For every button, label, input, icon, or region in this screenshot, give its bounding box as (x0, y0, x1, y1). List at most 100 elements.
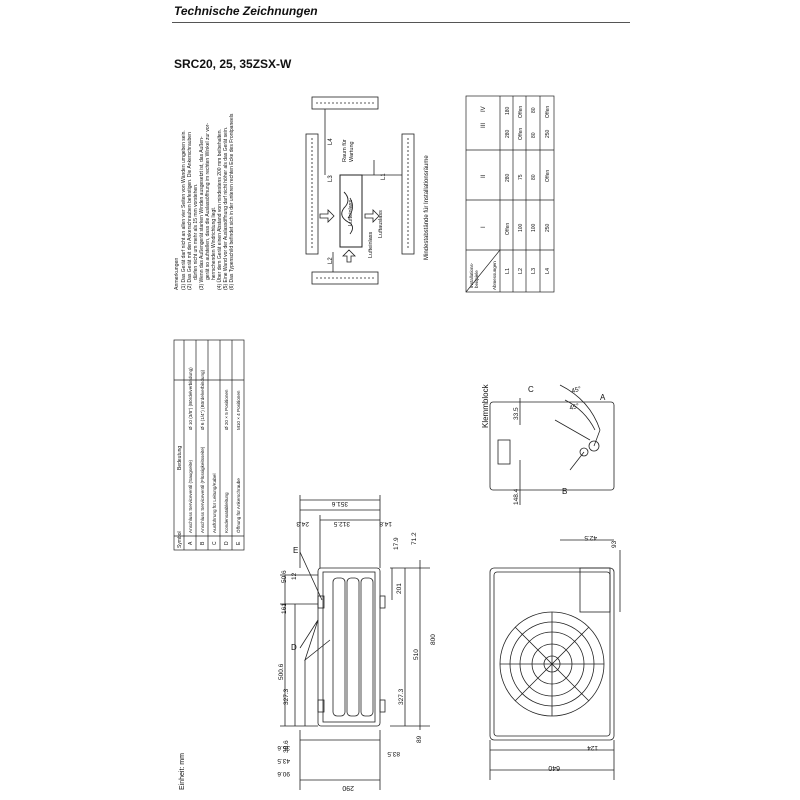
label-l2: L2 (328, 257, 334, 264)
leader-d (299, 619, 331, 662)
unit-note: Einheit: mm (179, 753, 186, 790)
grille-spoke (514, 626, 590, 702)
label-terminal-block: Klemmblock (481, 383, 490, 428)
leader-e (299, 551, 323, 601)
dim-label: 33.5 (513, 407, 520, 420)
angle-arc (564, 399, 596, 431)
symbol-header: Symbol (177, 531, 183, 548)
table-cell: 280 (505, 173, 511, 182)
symbol-table-text: Symbol Bedeutung A Anschluss Servicevent… (177, 367, 242, 548)
table-cell: Offen (518, 106, 524, 118)
inlet-arrow-left (319, 209, 335, 223)
clearance-table-frame (465, 95, 555, 293)
meaning-a: Anschluss Serviceventil (Saugseite) (188, 460, 193, 533)
note-line: gerät so aufstellen, dass die Auslassöff… (205, 123, 211, 280)
label-l3: L3 (328, 175, 334, 182)
table-col-header: I (481, 226, 487, 228)
table-row-label: L2 (518, 268, 524, 274)
table-cell: 180 (505, 106, 511, 115)
meaning-c: Ausführung für Leitung/Kabel (212, 473, 217, 533)
dim-label: 124 (587, 744, 598, 751)
side-view-drawing (280, 495, 430, 790)
table-cell: 100 (518, 223, 524, 232)
valve-a (588, 440, 600, 452)
dim-label: 800 (430, 634, 437, 645)
label-e: E (293, 546, 298, 555)
table-col-header: II (481, 174, 487, 178)
meaning-d: Kondensatableitung (224, 492, 229, 533)
dim-label: 12 (291, 572, 298, 580)
note-line: (3) Wenn das Außengerät starken Winden a… (199, 136, 205, 290)
table-corner-top: beispiele (474, 270, 479, 288)
page-header-title: Technische Zeichnungen (174, 4, 318, 18)
dim-label: 38.6 (283, 740, 290, 753)
side-fin-block (332, 577, 346, 717)
terminal-block (497, 439, 511, 465)
side-inner (322, 571, 376, 723)
dim-label: 510 (413, 649, 420, 660)
label-d: D (291, 643, 297, 652)
anchor-slot (379, 595, 386, 609)
label-l1: L1 (381, 173, 387, 180)
valve-b (579, 447, 589, 457)
front-view-drawing (489, 384, 621, 780)
side-body (317, 567, 381, 727)
angle-arc (559, 384, 601, 431)
clearance-labels: L4 L3 L2 L1 Lufteinlass Lufteinlass Luft… (328, 138, 430, 264)
dim-label: 290 (342, 784, 354, 791)
front-view-labels: Klemmblock C A B 33.5 148.4 45° 45° 42.5… (481, 383, 618, 771)
symbol-table-frame (173, 339, 245, 551)
dim-label: 90.6 (277, 770, 290, 777)
valve-cover (579, 567, 611, 613)
label-outlet: Luftauslass (378, 210, 384, 238)
dim-label: 24.3 (296, 520, 309, 527)
table-col-header: III (481, 123, 487, 128)
table-row-label: L3 (531, 268, 537, 274)
inlet-arrow-bottom (342, 249, 356, 263)
note-line: herrschenden Windrichtung liegt. (211, 207, 217, 280)
dim-label: 327.3 (398, 688, 405, 705)
dim-label: 161 (281, 603, 288, 614)
symbol-e: E (236, 541, 242, 545)
table-corner-bottom: Abmessungen (492, 261, 497, 290)
dim-label: 148.4 (513, 488, 520, 505)
table-row-label: L4 (545, 268, 551, 274)
note-line: (6) Das Typenschild befindet sich in der… (229, 113, 235, 290)
dim-label: 640 (548, 764, 560, 771)
symbol-c: C (212, 541, 218, 545)
model-title: SRC20, 25, 35ZSX-W (174, 57, 292, 71)
dim-label: 71.2 (411, 532, 418, 545)
dim-label: 83.5 (387, 750, 400, 757)
anchor-slot (317, 699, 325, 713)
note-line: (5) Eine Wand vor der Auslassöffnung dar… (223, 127, 229, 290)
dim-label: 50.6 (281, 570, 288, 583)
table-cell: 75 (518, 174, 524, 180)
front-view-body (489, 567, 615, 741)
dim-label: 17.9 (393, 537, 400, 550)
side-fin-block (360, 577, 374, 717)
anchor-slot (317, 595, 325, 609)
note-line: (1) Das Gerät darf nicht an allen vier S… (181, 130, 187, 290)
note-line: (4) Über dem Gerät einen Abstand von min… (216, 129, 223, 290)
label-service-1: Raum für (342, 139, 348, 162)
clearance-diagram (305, 96, 415, 285)
table-cell: Offen (518, 128, 524, 140)
note-line: dürfen nicht um mehr als 15 mm vorstehen… (193, 184, 199, 280)
table-cell: 80 (531, 107, 537, 113)
label-c: C (528, 385, 534, 394)
anchor-slot (379, 699, 386, 713)
table-row-label: L1 (505, 268, 511, 274)
dim-label: 500.6 (278, 663, 285, 680)
side-fin-block (346, 577, 360, 717)
table-cell: Offen (545, 170, 551, 182)
dim-label: 351.6 (331, 500, 348, 507)
note-line: (2) Das Gerät mit den Ankerschrauben bef… (187, 132, 193, 290)
top-view-body (489, 401, 615, 491)
label-service-2: Wartung (349, 141, 355, 162)
dim-label: 45° (570, 385, 582, 395)
dim-label: 43.5 (277, 757, 290, 764)
dim-label: 312.5 (333, 520, 350, 527)
table-cell: 250 (545, 129, 551, 138)
symbol-a: A (188, 541, 194, 545)
